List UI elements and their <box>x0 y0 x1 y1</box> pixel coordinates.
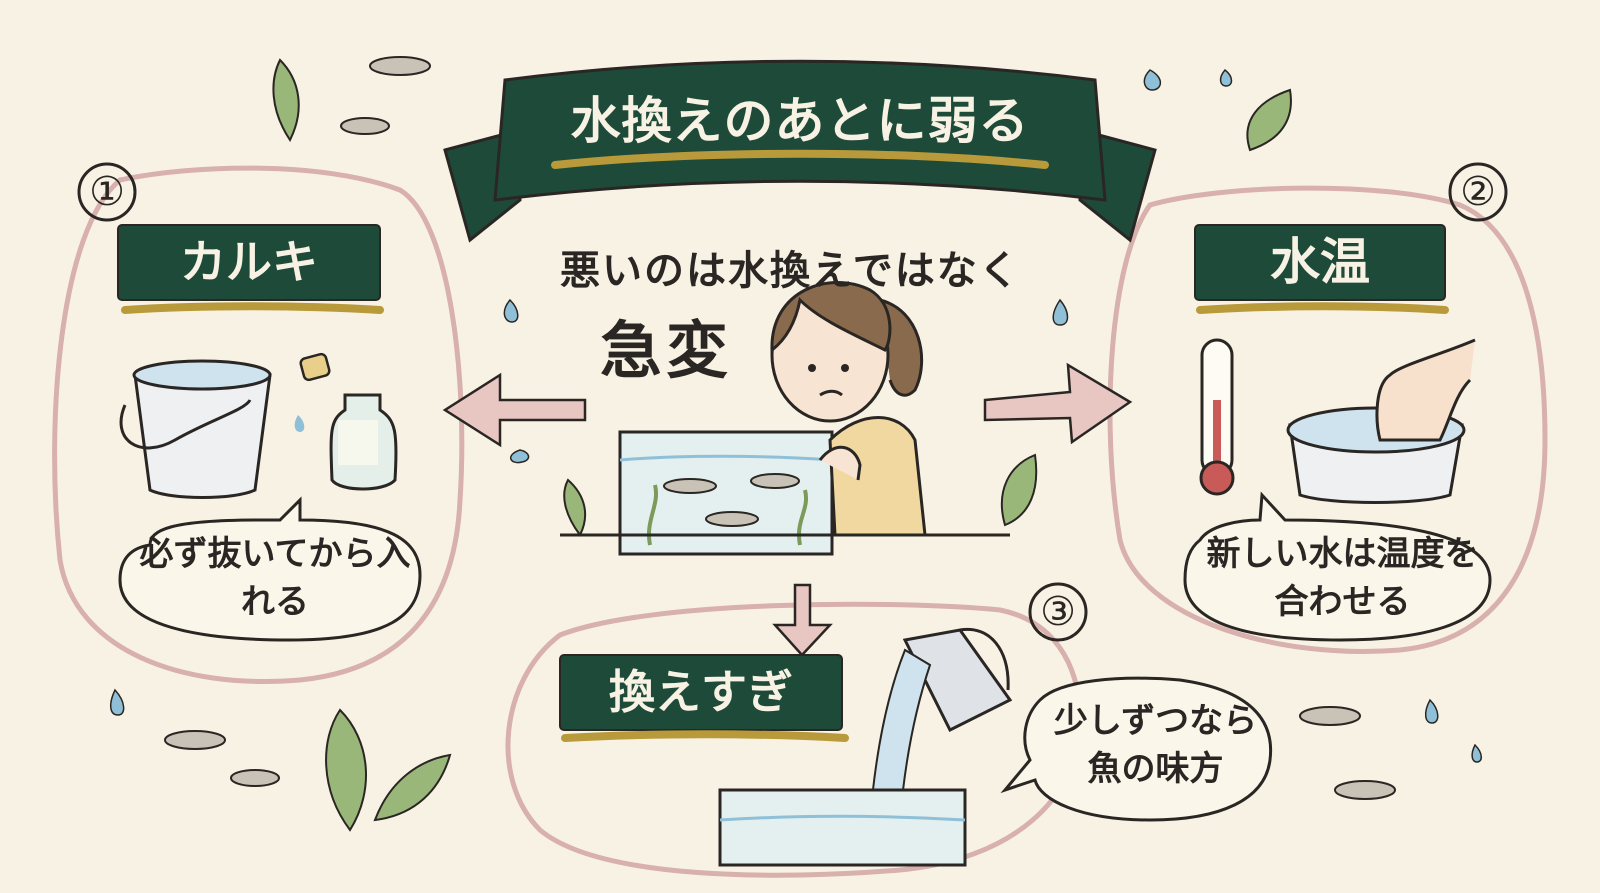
cause-number-3: ③ <box>1040 589 1076 635</box>
thermometer-icon <box>1199 338 1235 496</box>
label-plate-suion <box>1194 224 1446 301</box>
bubble-kaesugi-shape <box>1000 676 1273 822</box>
bubble-suion-shape <box>1183 491 1492 642</box>
label-plate-karuki <box>117 224 381 301</box>
number-circle-3 <box>1028 582 1088 642</box>
loop-suion <box>1107 185 1548 655</box>
cause-label-kaesugi: 換えすぎ <box>609 665 793 719</box>
page-title: 水換えのあとに弱る <box>570 92 1030 150</box>
center-subtitle: 悪いのは水換えではなく <box>560 248 1021 294</box>
arrow-down <box>772 583 833 657</box>
bubble-karuki-shape <box>118 496 422 642</box>
cause-tip-karuki: 必ず抜いてから入れる <box>139 534 411 622</box>
cause-tip-kaesugi: 少しずつなら魚の味方 <box>1053 701 1258 789</box>
number-circle-2 <box>1448 162 1508 222</box>
leaf-icon <box>272 58 1292 832</box>
water-drop-icon <box>110 68 1482 763</box>
title-banner <box>443 59 1157 243</box>
label-plate-kaesugi <box>559 654 843 731</box>
center-keyword: 急変 <box>600 314 733 387</box>
worried-girl-illustration <box>770 281 927 537</box>
fish-icon <box>164 56 1396 800</box>
cause-label-suion: 水温 <box>1270 233 1370 291</box>
fish-tank-bottom <box>718 788 967 867</box>
arrow-left <box>442 372 587 448</box>
loop-kaesugi <box>505 601 1083 878</box>
loop-karuki <box>52 165 465 684</box>
cause-number-2: ② <box>1460 169 1496 215</box>
cause-number-1: ① <box>89 169 125 215</box>
bucket-icon <box>119 359 272 499</box>
number-circle-1 <box>77 162 137 222</box>
water-basin-icon <box>1286 338 1476 504</box>
cause-tip-suion: 新しい水は温度を合わせる <box>1206 534 1479 622</box>
cause-label-karuki: カルキ <box>180 235 318 289</box>
conditioner-bottle-icon <box>294 352 398 491</box>
arrow-right <box>983 362 1133 445</box>
